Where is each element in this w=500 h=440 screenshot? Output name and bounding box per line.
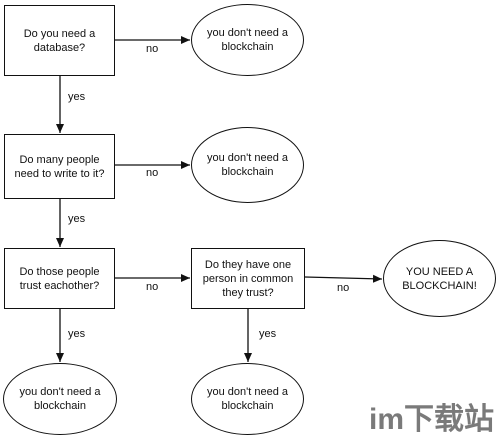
- decision-common-trusted-person: Do they have one person in common they t…: [191, 248, 305, 309]
- edge-label-q1-no: no: [146, 43, 159, 55]
- edge-label-q3-yes: yes: [68, 328, 86, 340]
- edge-label-q3-no: no: [146, 281, 159, 293]
- decision-many-writers: Do many people need to write to it?: [4, 134, 115, 199]
- decision-writers-trust: Do those people trust eachother?: [4, 248, 115, 309]
- watermark: im下载站: [368, 403, 494, 436]
- outcome-no-blockchain-3: you don't need a blockchain: [3, 363, 117, 435]
- edge-label-q4-no: no: [337, 282, 350, 294]
- outcome-no-blockchain-1: you don't need a blockchain: [191, 4, 304, 76]
- outcome-no-blockchain-2: you don't need a blockchain: [191, 127, 304, 203]
- outcome-no-blockchain-4: you don't need a blockchain: [191, 363, 304, 435]
- edge-label-q1-yes: yes: [68, 91, 86, 103]
- decision-need-database: Do you need a database?: [4, 5, 115, 76]
- edge-label-q4-yes: yes: [259, 328, 277, 340]
- outcome-need-blockchain: YOU NEED A BLOCKCHAIN!: [383, 240, 496, 317]
- edge-label-q2-no: no: [146, 167, 159, 179]
- edge-label-q2-yes: yes: [68, 213, 86, 225]
- arrow-q4-no: [304, 274, 383, 283]
